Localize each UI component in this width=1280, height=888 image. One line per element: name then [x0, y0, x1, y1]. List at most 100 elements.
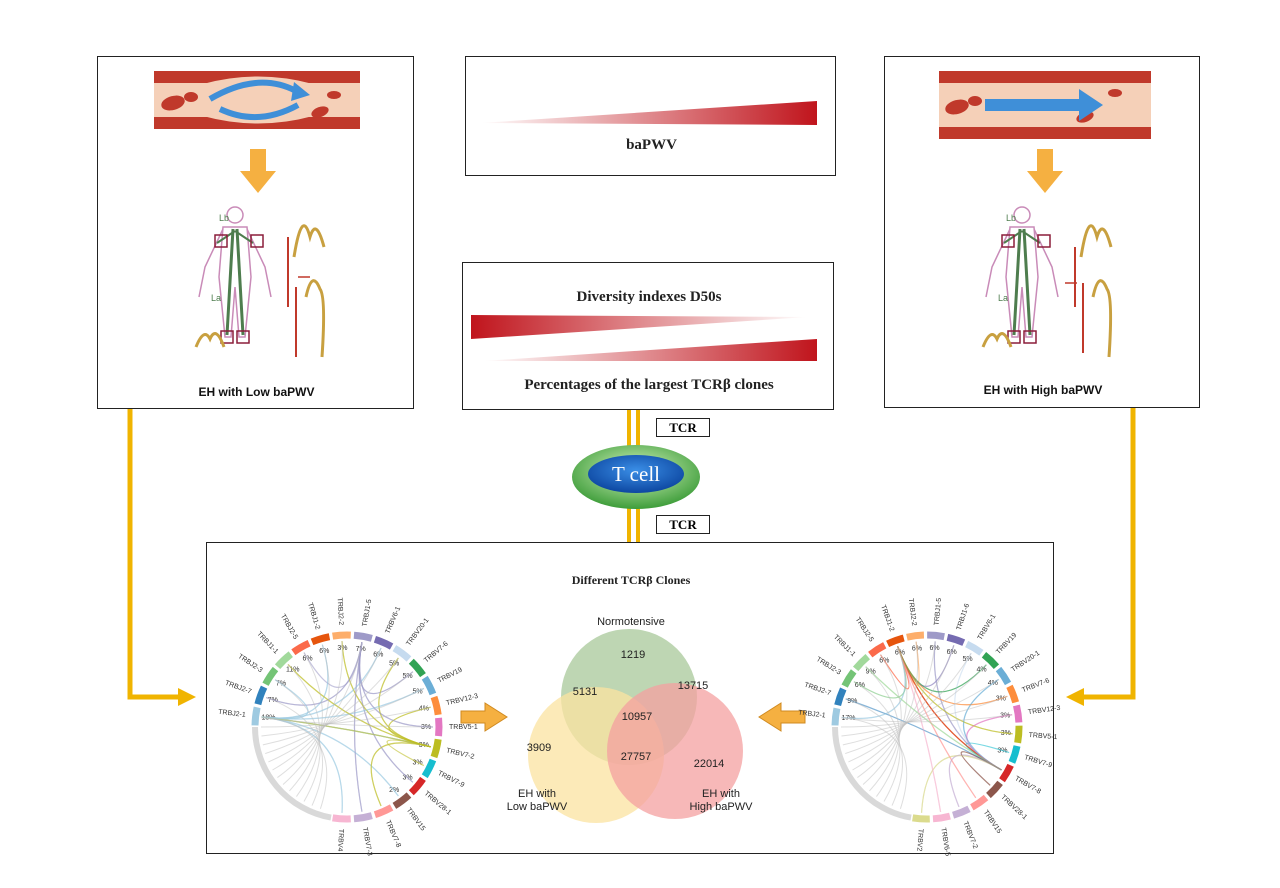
chord-link	[960, 751, 1002, 786]
chord-segment	[310, 633, 331, 646]
chord-link	[948, 754, 1002, 808]
chord-link	[865, 666, 1002, 771]
high-bapwv-caption: EH with High baPWV	[983, 383, 1103, 397]
chord-link	[265, 657, 399, 755]
diversity-gradient-wedges	[471, 315, 817, 361]
chord-link	[341, 641, 431, 748]
chord-link	[840, 695, 1008, 728]
chord-link	[897, 645, 1013, 735]
chord-link	[845, 698, 1002, 771]
venn-label-high-2: High baPWV	[690, 801, 754, 813]
chord-link	[920, 755, 1002, 813]
chord-link	[865, 666, 1002, 771]
chord-segment	[430, 738, 442, 759]
chord-link	[359, 642, 434, 728]
chord-link	[268, 647, 382, 763]
chord-gene-label: TRBJ1-5	[934, 598, 944, 626]
chord-gene-label: TRBV28-1	[999, 794, 1028, 821]
chord-gene-label: TRBV15	[982, 809, 1003, 835]
clones-title: Different TCRβ Clones	[571, 573, 691, 587]
chord-link	[880, 645, 910, 690]
chord-link	[341, 641, 431, 748]
svg-text:La: La	[211, 293, 221, 303]
venn-only-low: 3909	[527, 742, 551, 754]
chord-link	[897, 645, 1013, 735]
chord-segment	[927, 631, 945, 641]
chord-segment	[408, 658, 426, 678]
chord-link	[353, 642, 363, 812]
chord-link	[933, 641, 1002, 771]
chord-link	[341, 641, 431, 748]
chord-link	[282, 644, 330, 785]
chord-link	[353, 642, 363, 812]
chord-segment	[408, 776, 426, 796]
chord-segment	[999, 763, 1014, 783]
chord-link	[966, 714, 1013, 771]
chord-percent-label: 2%	[389, 787, 399, 794]
chord-link	[897, 645, 942, 813]
chord-gene-label: TRBJ2-7	[803, 682, 831, 698]
chord-gene-label: TRBJ2-1	[218, 709, 246, 719]
chord-gene-label: TRBV2	[915, 829, 923, 852]
chord-link	[857, 641, 919, 778]
chord-link	[370, 742, 431, 807]
chord-link	[845, 652, 972, 755]
chord-gene-label: TRBJ2-2	[907, 598, 917, 626]
chord-segment	[906, 631, 925, 641]
chord-link	[954, 652, 1002, 771]
chord-link	[848, 645, 955, 763]
chord-link	[897, 645, 1008, 706]
chord-link	[897, 645, 1002, 771]
chord-gene-label: TRBV6-5	[939, 827, 950, 857]
chord-segment	[274, 651, 293, 669]
chord-link	[960, 751, 1002, 786]
chord-segment	[332, 814, 351, 823]
chord-gene-label: TRBJ1-2	[879, 604, 895, 632]
chord-link	[897, 645, 987, 693]
chord-segment	[970, 794, 989, 811]
chord-link	[378, 657, 431, 748]
chord-link	[287, 664, 431, 748]
venn-label-low-1: EH with	[518, 788, 556, 800]
chord-gene-label: TRBJ2-2	[336, 597, 345, 625]
chord-gene-label: TRBJ1-1	[832, 634, 857, 658]
chord-segment	[831, 707, 841, 726]
bapwv-panel: baPWV	[465, 56, 836, 176]
chord-link	[963, 678, 1002, 771]
chord-link	[965, 742, 1010, 771]
chord-segment	[262, 666, 279, 686]
chord-segment	[952, 805, 971, 819]
chord-gene-label: TRBV12-3	[1028, 705, 1061, 717]
chord-gene-label: TRBJ1-5	[362, 599, 374, 628]
chord-link	[261, 717, 434, 728]
venn-label-low-2: Low baPWV	[507, 801, 568, 813]
chord-link	[965, 742, 1010, 771]
chord-segment	[1013, 704, 1023, 723]
chord-segment	[254, 685, 268, 706]
chord-segment	[986, 780, 1003, 799]
chord-link	[880, 645, 910, 690]
bapwv-gradient-wedge	[480, 101, 817, 125]
chord-link	[897, 645, 1002, 771]
chord-link	[954, 652, 1002, 771]
chord-gene-label: TRBV7-2	[961, 821, 978, 850]
chord-link	[897, 645, 1008, 706]
chord-gene-label: TRBV4	[336, 829, 344, 852]
chord-link	[370, 742, 431, 807]
tcell-label: T cell	[611, 462, 660, 486]
chord-segment	[332, 631, 351, 640]
chord-link	[897, 645, 1008, 706]
chord-link	[359, 642, 434, 728]
chord-segment	[392, 792, 412, 809]
venn-label-normotensive: Normotensive	[597, 616, 665, 628]
vessel-high-icon: Lb La	[939, 71, 1151, 358]
venn-arrows	[460, 702, 806, 732]
chord-background-arc	[832, 726, 912, 821]
chord-link	[277, 641, 343, 778]
chord-gene-label: TRBV7-6	[1021, 677, 1050, 694]
chord-segment	[868, 642, 887, 658]
chord-link	[865, 666, 900, 797]
chord-link	[272, 642, 363, 771]
chord-link	[388, 706, 431, 748]
